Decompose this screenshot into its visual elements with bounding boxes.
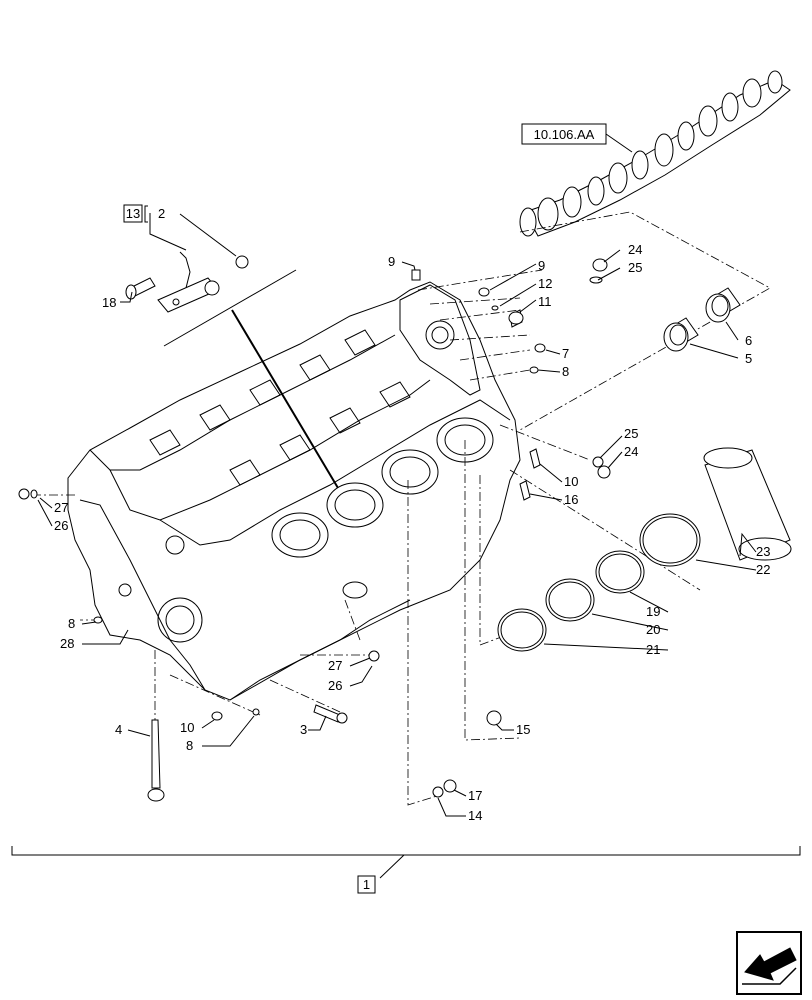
engine-block: [67, 281, 521, 701]
label-8-left: 8: [68, 616, 75, 631]
label-4: 4: [115, 722, 122, 737]
label-22: 22: [756, 562, 770, 577]
label-28: 28: [60, 636, 74, 651]
label-8-right: 8: [562, 364, 569, 379]
label-23: 23: [756, 544, 770, 559]
assembly-guide-lines: [28, 211, 771, 806]
label-26-lower: 26: [328, 678, 342, 693]
label-5: 5: [745, 351, 752, 366]
label-10-lower: 10: [180, 720, 194, 735]
main-ref-box[interactable]: 1: [357, 875, 376, 894]
label-24-top: 24: [628, 242, 642, 257]
assembly-bracket: [11, 846, 801, 879]
label-7: 7: [562, 346, 569, 361]
camshaft: [519, 70, 791, 237]
label-8-lower: 8: [186, 738, 193, 753]
label-11: 11: [538, 294, 552, 309]
bolt-4: [151, 719, 161, 789]
label-18: 18: [102, 295, 116, 310]
o-ring-2: [235, 255, 249, 269]
label-24-mid: 24: [624, 444, 638, 459]
label-20: 20: [646, 622, 660, 637]
label-10-right: 10: [564, 474, 578, 489]
reference-label: 10.106.AA: [534, 127, 595, 142]
label-14: 14: [468, 808, 482, 823]
callout-labels: 13 2 18 9 9 12 11 24 25 6 5 7 8 25 24 10…: [54, 204, 770, 823]
small-parts: [18, 251, 792, 802]
label-19: 19: [646, 604, 660, 619]
label-17: 17: [468, 788, 482, 803]
label-9-top: 9: [388, 254, 395, 269]
label-3: 3: [300, 722, 307, 737]
label-6: 6: [745, 333, 752, 348]
label-27-left: 27: [54, 500, 68, 515]
main-ref-label: 1: [363, 877, 370, 892]
label-26-left: 26: [54, 518, 68, 533]
label-15: 15: [516, 722, 530, 737]
label-25-mid: 25: [624, 426, 638, 441]
label-27-lower: 27: [328, 658, 342, 673]
label-21: 21: [646, 642, 660, 657]
label-12: 12: [538, 276, 552, 291]
label-25-top: 25: [628, 260, 642, 275]
label-2: 2: [158, 206, 165, 221]
reference-box-10106aa[interactable]: 10.106.AA: [521, 123, 607, 145]
label-9-right: 9: [538, 258, 545, 273]
bolt-3: [313, 704, 341, 723]
assembly-ref-13: 13: [126, 206, 140, 221]
label-16: 16: [564, 492, 578, 507]
next-page-arrow-icon[interactable]: [736, 931, 802, 995]
leader-lines: [37, 213, 757, 817]
